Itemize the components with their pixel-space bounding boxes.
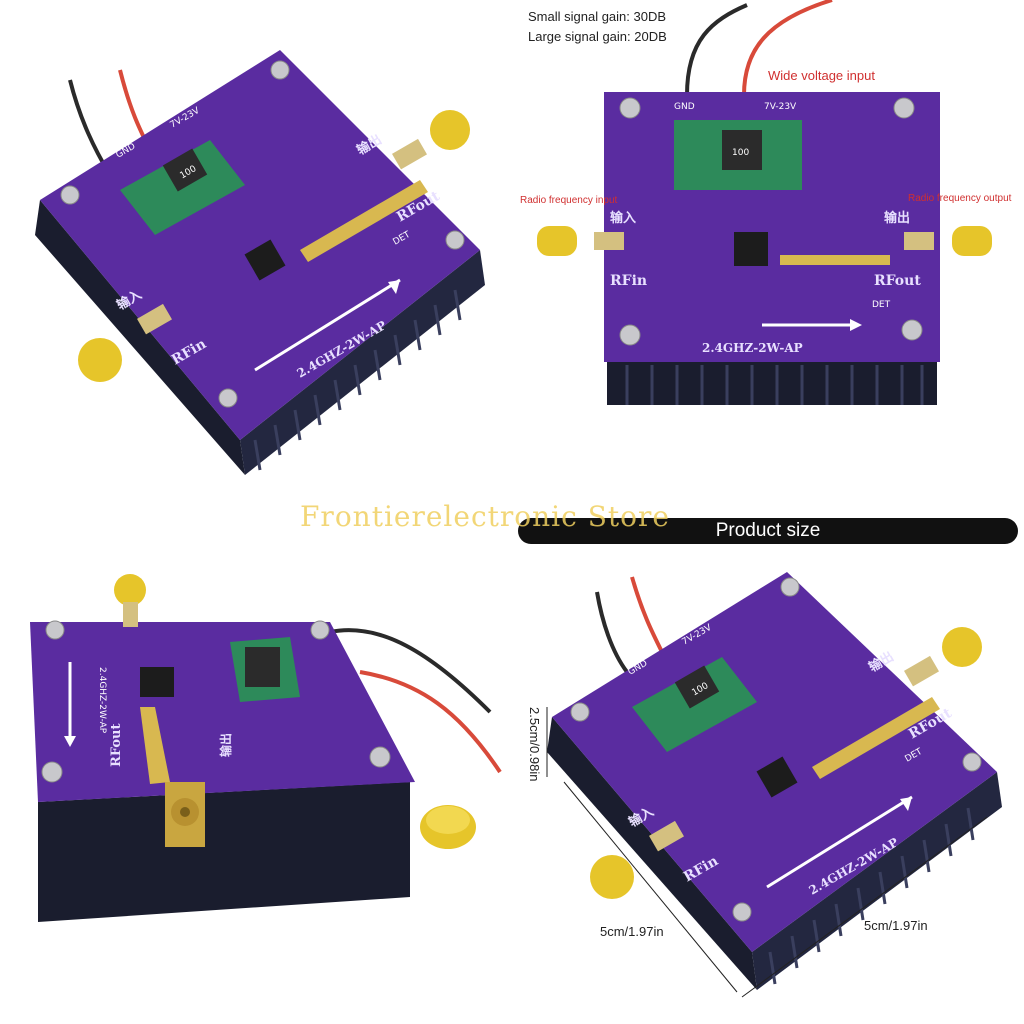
height-dimension: 2.5cm/0.98in (527, 707, 542, 782)
input-cn-label: 输入 (610, 210, 636, 226)
product-size-banner: Product size (518, 518, 1018, 544)
store-watermark: Frontierelectronic Store (300, 500, 670, 533)
photo-angled-view-1: 100 2.4GHZ-2W-AP RFin RFout 输入 输出 GND 7V… (0, 0, 512, 512)
voltage-label: 7V-23V (764, 102, 797, 112)
rfout-label: RFout (874, 273, 921, 289)
rf-output-label: Radio frequency output (908, 193, 1012, 204)
depth-dimension: 5cm/1.97in (600, 924, 664, 939)
width-dimension: 5cm/1.97in (864, 918, 928, 933)
inductor-label: 100 (732, 148, 749, 158)
output-cn-label: 输出 (884, 210, 910, 226)
rfout-label: RFout (109, 724, 124, 767)
det-label: DET (872, 300, 891, 310)
photo-top-view: 100 2.4GHZ-2W-AP RFin RFout 输入 输出 GND 7V… (512, 0, 1024, 512)
rf-input-label: Radio frequency input (520, 195, 618, 206)
small-signal-gain-label: Small signal gain: 30DB (528, 9, 667, 24)
large-signal-gain-label: Large signal gain: 20DB (528, 29, 667, 44)
model-label: 2.4GHZ-2W-AP (702, 341, 803, 355)
gnd-label: GND (674, 102, 695, 112)
rfin-label: RFin (610, 273, 647, 289)
model-label: 2.4GHZ-2W-AP (97, 667, 107, 734)
photo-side-view: RFout 输出 2.4GHZ-2W-AP (0, 512, 512, 1024)
output-cn-label: 输出 (218, 733, 233, 757)
wide-voltage-input-label: Wide voltage input (768, 68, 875, 83)
photo-dimensioned-view: 100 2.4GHZ-2W-AP RFin RFout 输入 输出 GND 7V… (512, 512, 1024, 1024)
